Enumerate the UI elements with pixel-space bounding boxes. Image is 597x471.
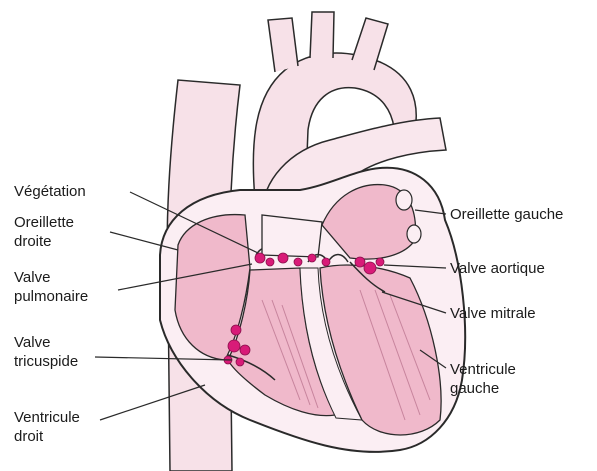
label-right-ventricle-line-1: Ventricule — [14, 408, 80, 427]
label-pulmonary-valve-line-1: Valve — [14, 268, 88, 287]
pulmonary-vein-2 — [407, 225, 421, 243]
label-right-atrium-line-1: Oreillette — [14, 213, 74, 232]
pulmonary-valve-cusp — [262, 215, 322, 257]
aorta-branch-2 — [310, 12, 334, 58]
label-left-ventricle-line-2: gauche — [450, 379, 516, 398]
label-mitral-valve: Valve mitrale — [450, 304, 536, 323]
label-left-ventricle: Ventricule gauche — [450, 360, 516, 398]
label-pulmonary-valve: Valve pulmonaire — [14, 268, 88, 306]
pulmonary-vein-1 — [396, 190, 412, 210]
label-vegetation: Végétation — [14, 182, 86, 201]
label-aortic-valve: Valve aortique — [450, 259, 545, 278]
label-vegetation-text: Végétation — [14, 182, 86, 201]
label-tricuspid-valve-line-1: Valve — [14, 333, 78, 352]
aorta-branch-3 — [352, 18, 388, 70]
label-right-atrium: Oreillette droite — [14, 213, 74, 251]
label-pulmonary-valve-line-2: pulmonaire — [14, 287, 88, 306]
label-left-atrium: Oreillette gauche — [450, 205, 563, 224]
label-mitral-valve-text: Valve mitrale — [450, 304, 536, 323]
label-aortic-valve-text: Valve aortique — [450, 259, 545, 278]
aorta-branch-1 — [268, 18, 298, 72]
label-left-atrium-text: Oreillette gauche — [450, 205, 563, 224]
label-right-atrium-line-2: droite — [14, 232, 74, 251]
label-tricuspid-valve-line-2: tricuspide — [14, 352, 78, 371]
label-tricuspid-valve: Valve tricuspide — [14, 333, 78, 371]
label-right-ventricle: Ventricule droit — [14, 408, 80, 446]
label-right-ventricle-line-2: droit — [14, 427, 80, 446]
label-left-ventricle-line-1: Ventricule — [450, 360, 516, 379]
